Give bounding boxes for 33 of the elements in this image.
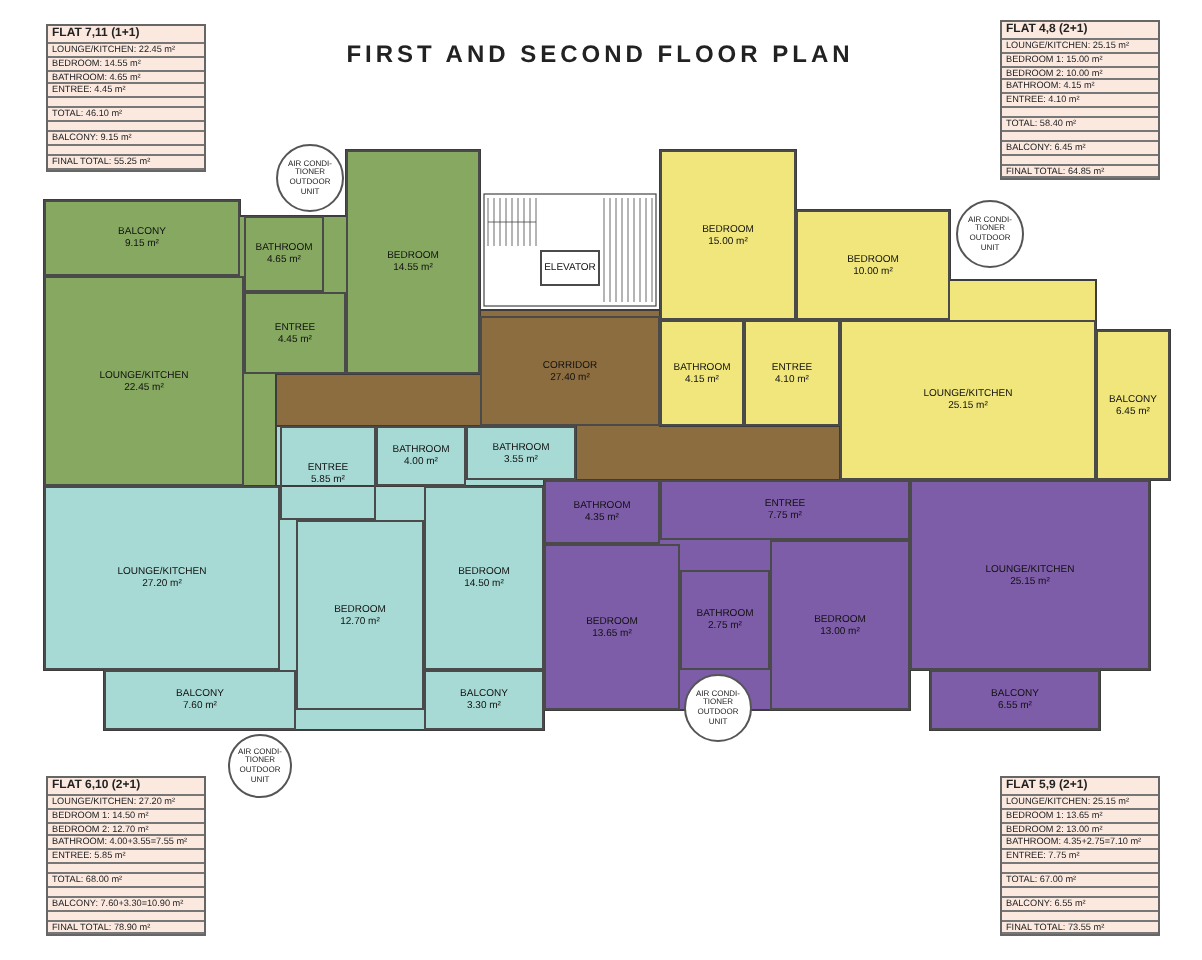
room — [44, 200, 240, 276]
room — [44, 486, 280, 670]
room — [280, 426, 376, 520]
outdoor-unit-circle — [276, 144, 344, 212]
room — [1096, 330, 1170, 480]
room — [346, 150, 480, 374]
room — [244, 292, 346, 374]
room — [480, 316, 660, 426]
room — [466, 426, 576, 480]
room — [544, 480, 660, 544]
room — [910, 480, 1150, 670]
outdoor-unit-circle — [684, 674, 752, 742]
outdoor-unit-circle — [956, 200, 1024, 268]
room — [680, 570, 770, 670]
elevator-shaft — [540, 250, 600, 286]
room — [770, 540, 910, 710]
room — [44, 276, 244, 486]
outdoor-unit-circle — [228, 734, 292, 798]
room — [796, 210, 950, 320]
room — [930, 670, 1100, 730]
room — [660, 480, 910, 540]
room — [296, 520, 424, 710]
room — [660, 320, 744, 426]
room — [744, 320, 840, 426]
room — [376, 426, 466, 486]
room — [660, 150, 796, 320]
room — [244, 216, 324, 292]
room — [544, 544, 680, 710]
room — [840, 320, 1096, 480]
room — [104, 670, 296, 730]
plan-title: FIRST AND SECOND FLOOR PLAN — [344, 40, 856, 68]
room — [424, 486, 544, 670]
room — [424, 670, 544, 730]
